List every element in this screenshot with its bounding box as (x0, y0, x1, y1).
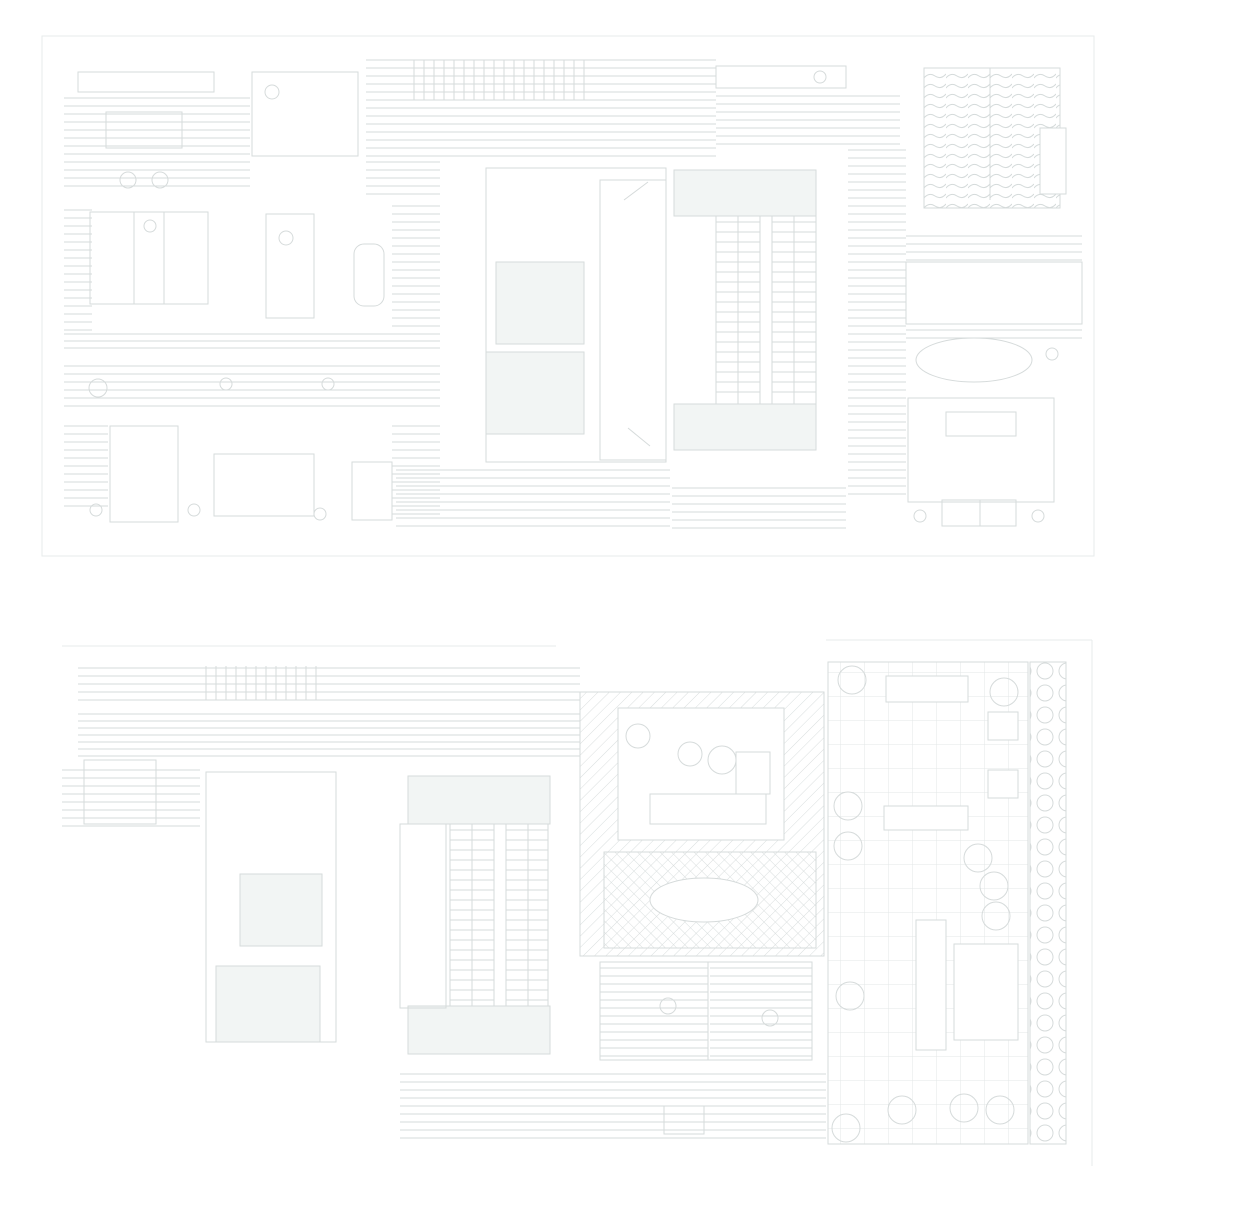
upper-left-fixture-6 (119, 171, 137, 189)
upper-left-fixture-2 (321, 377, 335, 391)
lower-room-a (239, 873, 323, 947)
lower-room-c-fixture (659, 997, 677, 1015)
lower-courtyard-room (617, 707, 785, 841)
upper-top-slats (413, 60, 585, 100)
lower-bottom-box (663, 1105, 705, 1135)
upper-core-diagonal-1 (623, 181, 649, 201)
lower-stair-landing-top (407, 775, 551, 825)
upper-right-bar-block (905, 261, 1083, 325)
upper-hatched-terrace (923, 67, 1061, 209)
lower-room-d-fixture (761, 1009, 779, 1027)
tree-symbol (833, 831, 863, 861)
lower-garden-bench-2 (883, 805, 969, 831)
upper-left-fixture-1 (219, 377, 233, 391)
tree-symbol (837, 665, 867, 695)
lower-left-wing-outline (205, 771, 337, 1043)
upper-room-g-desk (945, 411, 1017, 437)
upper-core-room-1 (495, 261, 585, 345)
lower-room-c (599, 961, 709, 1061)
lower-courtyard-bench (649, 793, 767, 825)
upper-bathtub (353, 243, 385, 307)
upper-core-diagonal-2 (627, 427, 651, 447)
upper-stair-treads (715, 216, 817, 404)
upper-right-stripes (716, 95, 1082, 495)
lower-left-small-room (83, 759, 157, 825)
lower-courtyard-pool (649, 877, 759, 923)
lower-garden-planter-2 (987, 769, 1019, 799)
upper-top-left-bar (77, 71, 215, 93)
lower-garden-trees (831, 665, 1019, 1143)
tree-symbol (887, 1095, 917, 1125)
lower-left-stripes (62, 769, 200, 827)
upper-room-b (89, 211, 209, 305)
upper-top-right-bar (715, 65, 847, 89)
upper-fixture-a (264, 84, 280, 100)
upper-top-right-node (813, 70, 827, 84)
upper-room-c-fixture (278, 230, 294, 246)
upper-core-shaft (599, 179, 667, 461)
lower-courtyard-seat-2 (677, 741, 703, 767)
upper-room-a (251, 71, 359, 157)
upper-left-plant-1 (88, 378, 108, 398)
upper-core-room-2 (485, 351, 585, 435)
tree-symbol (833, 791, 863, 821)
upper-sheet-frame (41, 35, 1095, 557)
upper-left-fixture-3 (89, 503, 103, 517)
tree-symbol (835, 981, 865, 1011)
tree-symbol (979, 871, 1009, 901)
upper-room-label-box (105, 111, 183, 149)
tree-symbol (831, 1113, 861, 1143)
upper-room-b-fixture (143, 219, 157, 233)
upper-room-c (265, 213, 315, 319)
lower-garden-grid (827, 661, 1029, 1145)
lower-stair-wall (399, 823, 447, 1009)
tree-symbol (981, 901, 1011, 931)
upper-stair-landing-bottom (673, 403, 817, 451)
lower-room-b (215, 965, 321, 1043)
upper-room-g (907, 397, 1055, 503)
upper-left-fixture-7 (151, 171, 169, 189)
lower-floor-plan (62, 639, 1093, 1166)
lower-top-stripes (78, 666, 580, 757)
upper-right-fixture-3 (1045, 347, 1059, 361)
upper-room-d (109, 425, 179, 523)
lower-bottom-stripes (400, 967, 826, 1139)
lower-garden-pergola-1 (915, 919, 947, 1051)
lower-stair-treads (449, 824, 549, 1006)
lower-garden-planter-1 (987, 711, 1019, 741)
upper-right-fixture-2 (1031, 509, 1045, 523)
lower-courtyard-seat-1 (625, 723, 651, 749)
upper-room-g-bench (941, 499, 1017, 527)
lower-garden-bench-1 (885, 675, 969, 703)
upper-left-fixture-5 (313, 507, 327, 521)
tree-symbol (985, 1095, 1015, 1125)
lower-room-d (707, 961, 813, 1061)
upper-floor-plan (41, 35, 1095, 557)
upper-left-stripes (64, 97, 440, 515)
upper-room-e (213, 453, 315, 517)
upper-oval-table (915, 337, 1033, 383)
tree-symbol (963, 843, 993, 873)
tree-symbol (989, 677, 1019, 707)
lower-stair-landing-bottom (407, 1005, 551, 1055)
upper-left-fixture-4 (187, 503, 201, 517)
lower-garden-hedge (1029, 661, 1067, 1145)
upper-room-f (351, 461, 393, 521)
lower-garden-pergola-2 (953, 943, 1019, 1041)
upper-middle-stripes (366, 59, 846, 529)
upper-terrace-column (1039, 127, 1067, 195)
upper-right-fixture-1 (913, 509, 927, 523)
tree-symbol (949, 1093, 979, 1123)
upper-stair-landing-top (673, 169, 817, 217)
